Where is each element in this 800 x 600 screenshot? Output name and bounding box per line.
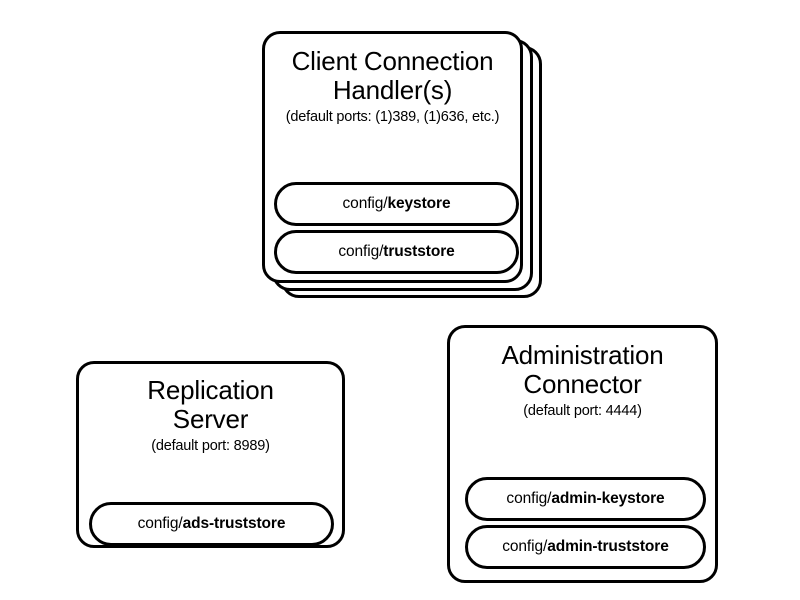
replication-server-title: Replication Server <box>147 375 274 435</box>
store-pill-ads-truststore[interactable]: config/ads-truststore <box>89 502 334 546</box>
replication-server-node[interactable]: Replication Server (default port: 8989) … <box>76 361 345 548</box>
store-pill-name: admin-truststore <box>547 538 669 555</box>
administration-connector-node[interactable]: Administration Connector (default port: … <box>447 325 718 583</box>
store-pill-keystore[interactable]: config/keystore <box>274 182 519 226</box>
store-pill-name: keystore <box>387 195 451 212</box>
administration-connector-subtitle: (default port: 4444) <box>523 403 642 420</box>
client-connection-handler-node[interactable]: Client Connection Handler(s) (default po… <box>262 31 523 283</box>
store-pill-prefix: config/ <box>342 195 388 212</box>
store-pill-prefix: config/ <box>137 515 183 532</box>
store-pill-admin-truststore[interactable]: config/admin-truststore <box>465 525 706 569</box>
replication-server-subtitle: (default port: 8989) <box>151 438 270 455</box>
store-pill-truststore[interactable]: config/truststore <box>274 230 519 274</box>
store-pill-prefix: config/ <box>502 538 548 555</box>
store-pill-name: admin-keystore <box>551 490 665 507</box>
client-connection-handler-subtitle: (default ports: (1)389, (1)636, etc.) <box>285 109 500 126</box>
client-connection-handler-title: Client Connection Handler(s) <box>291 46 494 106</box>
administration-connector-title: Administration Connector <box>501 340 664 400</box>
store-pill-name: truststore <box>383 243 455 260</box>
store-pill-prefix: config/ <box>506 490 552 507</box>
store-pill-admin-keystore[interactable]: config/admin-keystore <box>465 477 706 521</box>
store-pill-name: ads-truststore <box>182 515 286 532</box>
store-pill-prefix: config/ <box>338 243 384 260</box>
